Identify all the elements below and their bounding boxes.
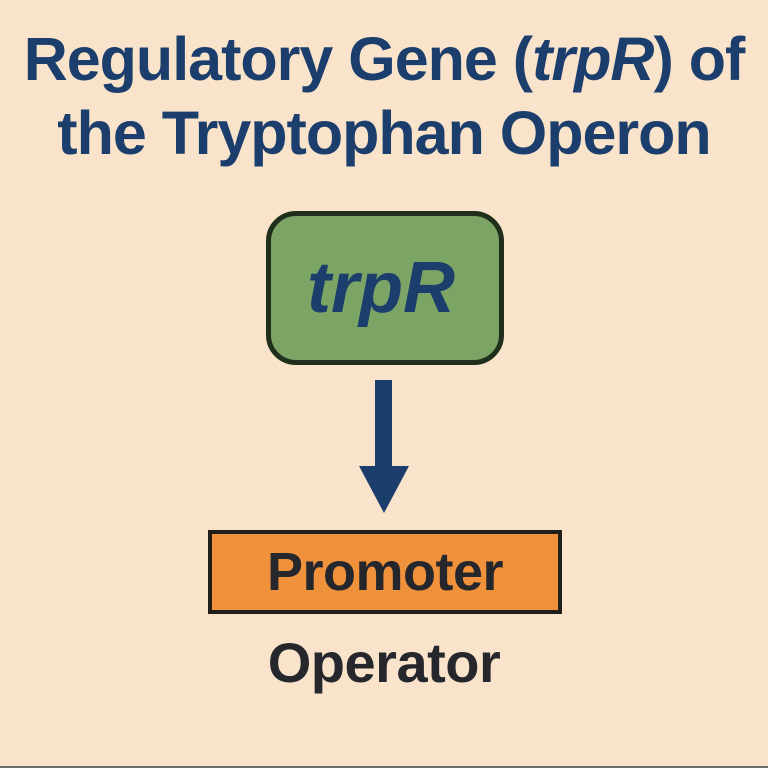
gene-box: trpR (266, 211, 504, 365)
page-title: Regulatory Gene (trpR) of the Tryptophan… (23, 22, 746, 170)
gene-name-italic: trpR (532, 25, 654, 93)
title-line-1: Regulatory Gene (trpR) of (23, 22, 746, 96)
title-text-part: Regulatory Gene ( (23, 25, 533, 93)
title-line-2: the Tryptophan Operon (57, 99, 711, 167)
promoter-box: Promoter (208, 530, 562, 614)
operator-label: Operator (267, 631, 501, 694)
promoter-label: Promoter (266, 542, 504, 602)
arrow-head (359, 466, 409, 513)
title-text-part: ) of (653, 25, 745, 93)
arrow-shaft (375, 380, 392, 470)
bottom-divider (0, 766, 768, 768)
gene-box-label: trpR (307, 248, 455, 328)
